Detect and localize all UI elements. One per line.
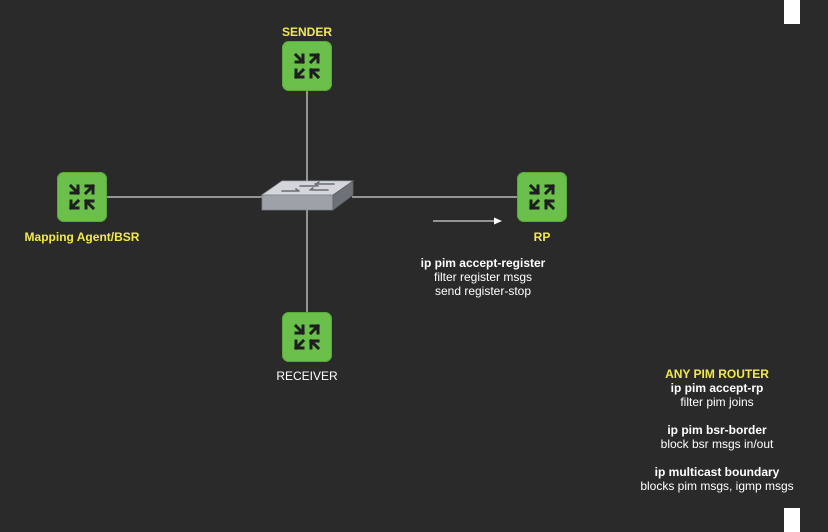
any-router-notes: ANY PIM ROUTER ip pim accept-rp filter p… (640, 367, 793, 493)
rp-note-line: filter register msgs (433, 270, 533, 284)
any-router-desc: filter pim joins (680, 395, 754, 409)
sender-label: SENDER (281, 25, 333, 39)
bottom-right-marker (784, 508, 800, 532)
any-router-command: ip pim bsr-border (667, 423, 767, 437)
rp-router-icon (517, 172, 567, 222)
mapping-agent-label: Mapping Agent/BSR (24, 230, 140, 244)
top-right-marker (784, 0, 800, 24)
rp-note-line: send register-stop (434, 284, 532, 298)
rp-notes: ip pim accept-register filter register m… (421, 256, 546, 298)
rp-label: RP (533, 230, 551, 244)
sender-router-icon (282, 41, 332, 91)
receiver-label: RECEIVER (276, 369, 338, 383)
rp-command: ip pim accept-register (420, 256, 546, 270)
any-router-command: ip pim accept-rp (670, 381, 764, 395)
mapping-agent-router-icon (57, 172, 107, 222)
any-router-desc: blocks pim msgs, igmp msgs (640, 479, 794, 493)
any-router-title: ANY PIM ROUTER (665, 367, 769, 381)
receiver-router-icon (282, 312, 332, 362)
any-router-desc: block bsr msgs in/out (660, 437, 774, 451)
any-router-command: ip multicast boundary (654, 465, 780, 479)
register-arrow (433, 217, 502, 225)
